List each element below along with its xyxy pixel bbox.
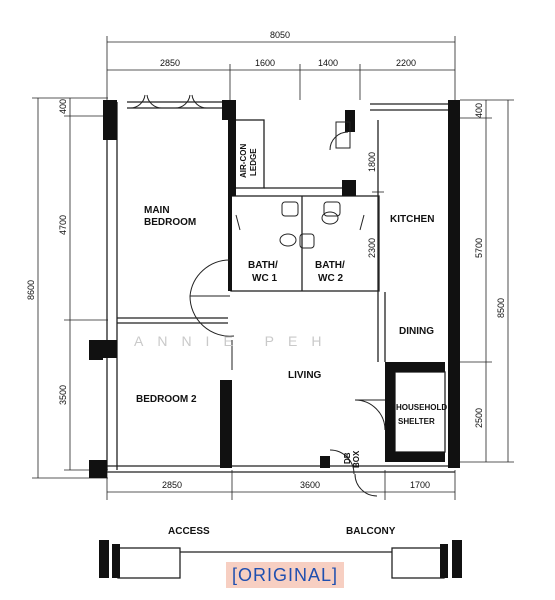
dim-right-1: 400 xyxy=(474,103,484,118)
watermark: ANNIE PEH xyxy=(134,333,335,349)
aircon-ledge-line2: LEDGE xyxy=(249,148,258,176)
dim-top-total: 8050 xyxy=(270,30,290,40)
room-bedroom-2: BEDROOM 2 xyxy=(136,394,197,405)
room-bath2-line1: BATH/ xyxy=(315,260,345,271)
dim-mid-2: 2300 xyxy=(367,238,377,258)
dim-mid-1: 1800 xyxy=(367,152,377,172)
dimension-lines xyxy=(32,36,514,500)
fixtures xyxy=(279,121,351,249)
original-tag: [ORIGINAL] xyxy=(226,562,345,588)
dim-right-outer: 8500 xyxy=(496,298,506,318)
dim-top-3: 1400 xyxy=(318,58,338,68)
balcony-label: BALCONY xyxy=(346,526,396,537)
room-main-bedroom-line1: MAIN xyxy=(144,205,170,216)
dim-left-1: 400 xyxy=(58,99,68,114)
db-box-line1: DB xyxy=(343,452,352,464)
aircon-ledge-line1: AIR-CON xyxy=(239,144,248,178)
room-shelter-line2: SHELTER xyxy=(398,417,435,426)
room-bath2-line2: WC 2 xyxy=(318,273,343,284)
dim-right-2: 5700 xyxy=(474,238,484,258)
room-shelter-line1: HOUSEHOLD xyxy=(396,403,447,412)
doors xyxy=(129,94,386,497)
dim-right-3: 2500 xyxy=(474,408,484,428)
access-label: ACCESS xyxy=(168,526,210,537)
room-bath1-line2: WC 1 xyxy=(252,273,277,284)
dim-bottom-3: 1700 xyxy=(410,480,430,490)
db-box-line2: BOX xyxy=(352,450,361,468)
room-living: LIVING xyxy=(288,370,322,381)
dim-top-1: 2850 xyxy=(160,58,180,68)
dim-bottom-2: 3600 xyxy=(300,480,320,490)
room-dining: DINING xyxy=(399,326,434,337)
dim-left-2: 4700 xyxy=(58,215,68,235)
dim-top-2: 1600 xyxy=(255,58,275,68)
structural-walls xyxy=(89,100,462,578)
room-bath1-line1: BATH/ xyxy=(248,260,278,271)
dim-bottom-1: 2850 xyxy=(162,480,182,490)
room-main-bedroom-line2: BEDROOM xyxy=(144,217,196,228)
dim-left-outer: 8600 xyxy=(26,280,36,300)
dim-left-3: 3500 xyxy=(58,385,68,405)
room-kitchen: KITCHEN xyxy=(390,214,434,225)
dim-top-4: 2200 xyxy=(396,58,416,68)
